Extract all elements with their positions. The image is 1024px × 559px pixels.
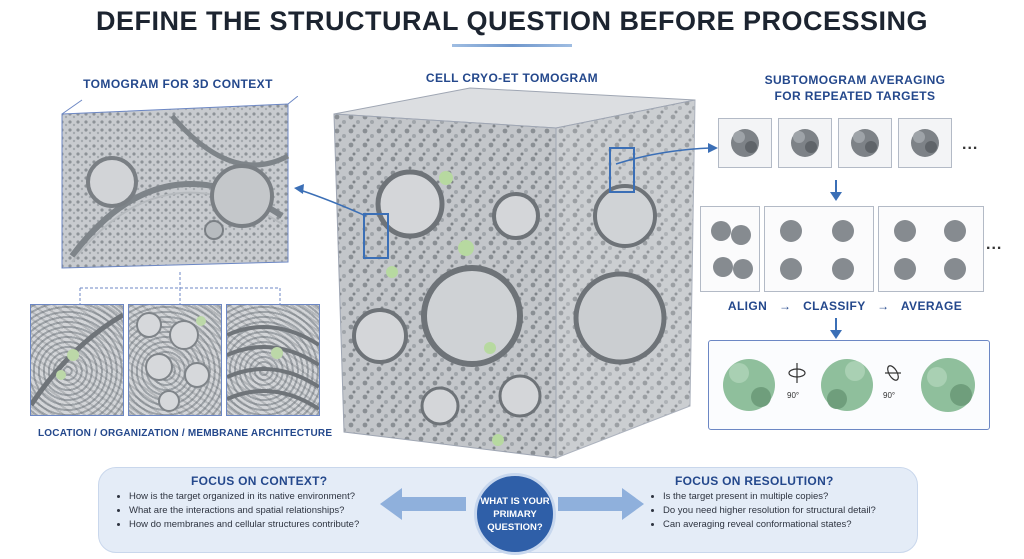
page-title: DEFINE THE STRUCTURAL QUESTION BEFORE PR… <box>95 6 929 36</box>
subtomogram-3 <box>838 118 892 168</box>
resolution-arrow <box>558 488 644 520</box>
down-arrow-2 <box>830 318 842 339</box>
average-group <box>878 206 984 292</box>
step-align: ALIGN <box>727 299 768 313</box>
context-bullet: How is the target organized in its nativ… <box>129 490 359 504</box>
subtomogram-4 <box>898 118 952 168</box>
context-tomogram-panel <box>52 95 299 272</box>
subtomogram-1 <box>718 118 772 168</box>
averaged-map-view-2 <box>821 359 873 411</box>
rotate-label-2: 90° <box>883 391 896 400</box>
resolution-bullet: Can averaging reveal conformational stat… <box>663 518 876 532</box>
align-group <box>700 206 760 292</box>
crop-organization <box>128 304 222 416</box>
subtomogram-ellipsis: ... <box>962 136 979 153</box>
down-arrow-1 <box>830 180 842 201</box>
context-arrow <box>380 488 466 520</box>
averaged-map-view-1 <box>723 359 775 411</box>
averaged-structure-panel: 90° 90° <box>708 340 990 430</box>
pipeline-steps: ALIGN → CLASSIFY → AVERAGE <box>708 299 982 313</box>
cell-tomogram-cube <box>333 87 696 459</box>
center-header: CELL CRYO-ET TOMOGRAM <box>425 71 599 85</box>
crop-location <box>28 304 125 416</box>
resolution-bullets: Is the target present in multiple copies… <box>651 490 876 532</box>
resolution-bullet: Is the target present in multiple copies… <box>663 490 876 504</box>
averaged-map-view-3 <box>921 358 975 412</box>
cube-arrows <box>294 143 718 217</box>
primary-question-circle: WHAT IS YOUR PRIMARY QUESTION? <box>474 473 556 555</box>
question-line-3: QUESTION? <box>487 521 543 533</box>
context-bullet: What are the interactions and spatial re… <box>129 504 359 518</box>
right-header-line1: SUBTOMOGRAM AVERAGING <box>764 73 946 87</box>
group-ellipsis: ... <box>986 236 1003 253</box>
crop-membrane <box>226 304 321 416</box>
step-arrow-2: → <box>877 299 890 313</box>
title-underline <box>452 44 572 47</box>
rotate-icon-1 <box>788 363 806 383</box>
question-line-1: WHAT IS YOUR <box>480 495 550 507</box>
context-bullets: How is the target organized in its nativ… <box>117 490 359 532</box>
step-average: AVERAGE <box>900 299 963 313</box>
right-header-line2: FOR REPEATED TARGETS <box>774 89 936 103</box>
classify-group <box>764 206 874 292</box>
question-line-2: PRIMARY <box>493 508 537 520</box>
context-bullet: How do membranes and cellular structures… <box>129 518 359 532</box>
step-classify: CLASSIFY <box>803 299 866 313</box>
context-heading: FOCUS ON CONTEXT? <box>191 474 328 488</box>
resolution-heading: FOCUS ON RESOLUTION? <box>675 474 834 488</box>
crop-connector <box>79 272 281 304</box>
resolution-bullet: Do you need higher resolution for struct… <box>663 504 876 518</box>
rotate-icon-2 <box>885 365 901 381</box>
rotate-label-1: 90° <box>787 391 800 400</box>
subtomogram-2 <box>778 118 832 168</box>
step-arrow-1: → <box>778 299 792 313</box>
left-caption: LOCATION / ORGANIZATION / MEMBRANE ARCHI… <box>38 428 333 439</box>
left-header: TOMOGRAM FOR 3D CONTEXT <box>83 77 273 91</box>
